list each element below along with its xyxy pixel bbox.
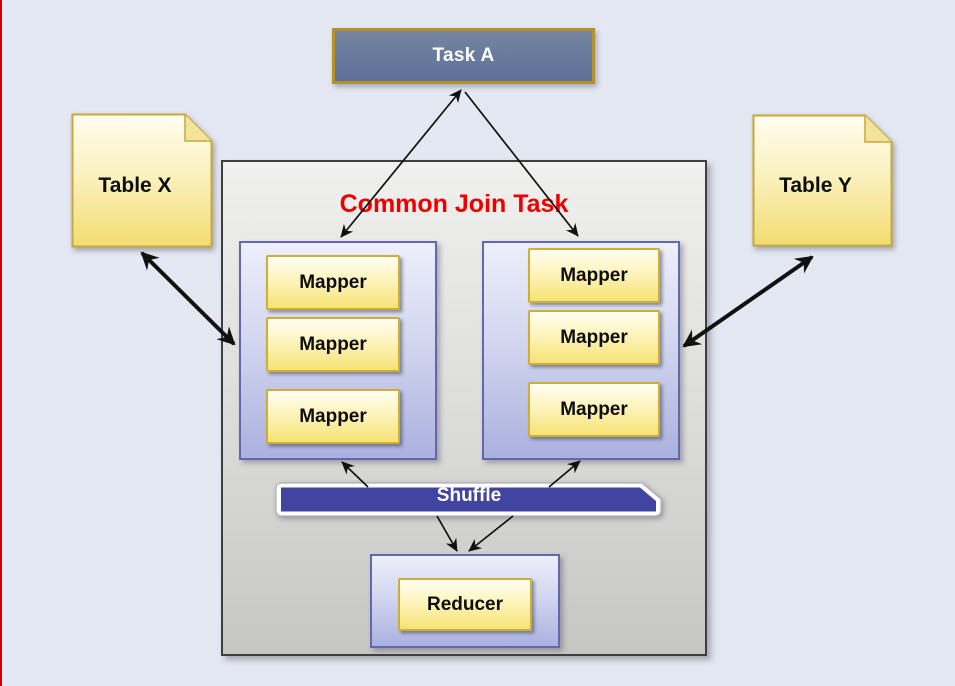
note-shape — [752, 114, 893, 247]
right-mapper-group: Mapper Mapper Mapper — [482, 241, 680, 460]
node-table-x: Table X — [71, 113, 213, 248]
node-task-a: Task A — [332, 28, 595, 84]
node-table-y: Table Y — [752, 114, 893, 247]
table-y-label: Table Y — [779, 173, 852, 197]
shuffle-label: Shuffle — [436, 485, 502, 506]
reducer-box: Reducer — [398, 578, 532, 631]
shuffle-shape — [275, 482, 662, 517]
mapper-box: Mapper — [266, 389, 400, 444]
slide-edge-line — [0, 0, 2, 686]
left-mapper-group: Mapper Mapper Mapper — [239, 241, 437, 460]
mapper-box: Mapper — [266, 317, 400, 372]
task-a-label: Task A — [432, 45, 495, 66]
mapper-box: Mapper — [528, 310, 660, 365]
node-shuffle: Shuffle — [274, 482, 664, 518]
mapper-box: Mapper — [528, 382, 660, 437]
container-title: Common Join Task — [339, 190, 569, 218]
reducer-group: Reducer — [370, 554, 560, 648]
table-x-label: Table X — [98, 173, 172, 197]
mapper-box: Mapper — [266, 255, 400, 310]
note-shape — [71, 113, 213, 248]
mapper-box: Mapper — [528, 248, 660, 303]
